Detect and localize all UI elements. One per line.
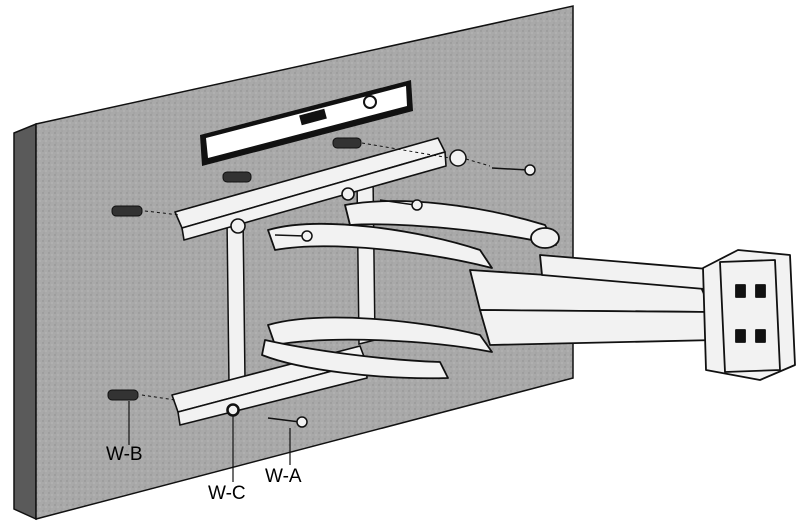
- tv-plate: [702, 249, 796, 381]
- w-b-label: W-B: [106, 444, 143, 465]
- wall-side-face: [13, 122, 37, 521]
- callout-leaders: [128, 401, 291, 482]
- spirit-level: [200, 80, 413, 166]
- upper-arm: [267, 200, 560, 269]
- wall-anchors: [107, 137, 362, 401]
- wall-front-face: [35, 5, 574, 520]
- washers: [227, 149, 467, 416]
- top-wall-bracket: [174, 137, 447, 241]
- w-c-label: W-C: [208, 483, 246, 504]
- lower-arm: [261, 316, 493, 380]
- wall: [13, 5, 574, 521]
- guide-lines: [141, 142, 491, 401]
- extension-arm: [469, 254, 721, 346]
- w-a-label: W-A: [265, 466, 302, 487]
- lag-bolts: [267, 164, 536, 428]
